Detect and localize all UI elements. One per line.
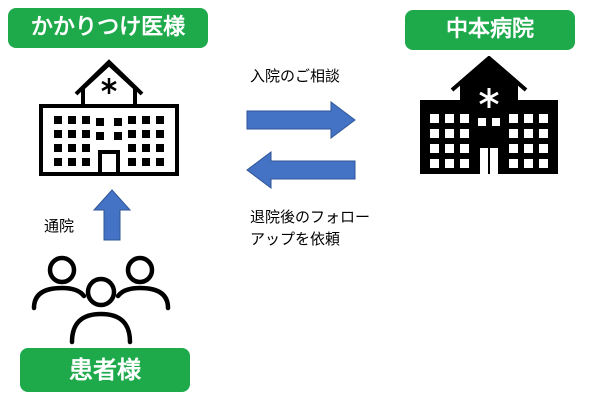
patient-label: 患者様: [20, 348, 190, 392]
arrow-up-visit: [92, 189, 132, 241]
building-hospital-icon: [420, 56, 558, 174]
visit-text: 通院: [44, 217, 75, 235]
followup-text-line2: アップを依頼: [250, 230, 341, 248]
hospital-label: 中本病院: [405, 10, 575, 50]
clinic-label: かかりつけ医様: [8, 8, 208, 48]
arrow-right-referral: [246, 101, 356, 139]
people-group-icon: [31, 255, 171, 345]
arrow-left-followup: [246, 151, 356, 189]
followup-text: 退院後のフォロー アップを依頼: [250, 206, 370, 250]
followup-text-line1: 退院後のフォロー: [250, 208, 371, 226]
building-clinic-icon: [39, 59, 179, 176]
referral-text: 入院のご相談: [250, 67, 341, 85]
